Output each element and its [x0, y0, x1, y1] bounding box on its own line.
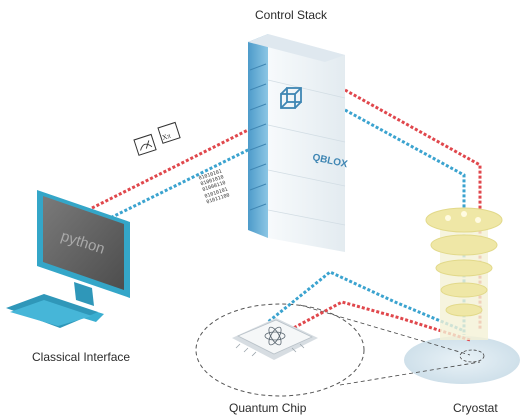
quantum-chip-zoom-circle [195, 303, 365, 397]
x-pi-gate-label: Xπ [161, 131, 172, 141]
cryostat-floor-disc [404, 336, 520, 384]
measurement-gate-icon [133, 133, 157, 156]
label-control-stack: Control Stack [255, 8, 328, 22]
zoom-connector-lines [299, 304, 481, 386]
cryostat-zoom-target [459, 349, 485, 363]
x-pi-gate-icon [157, 121, 181, 144]
label-quantum-chip: Quantum Chip [229, 401, 307, 415]
label-cryostat: Cryostat [453, 401, 498, 415]
laptop-icon [6, 294, 98, 328]
signal-lines-classical [91, 126, 253, 224]
qblox-logo-icon [280, 87, 302, 109]
classical-monitor [37, 190, 130, 322]
signal-lines-chip [267, 270, 471, 342]
control-stack-rack [248, 34, 346, 252]
quantum-chip [232, 318, 318, 360]
quantum-atom-icon [264, 326, 286, 346]
cryostat [425, 207, 503, 340]
label-classical-interface: Classical Interface [32, 350, 131, 364]
